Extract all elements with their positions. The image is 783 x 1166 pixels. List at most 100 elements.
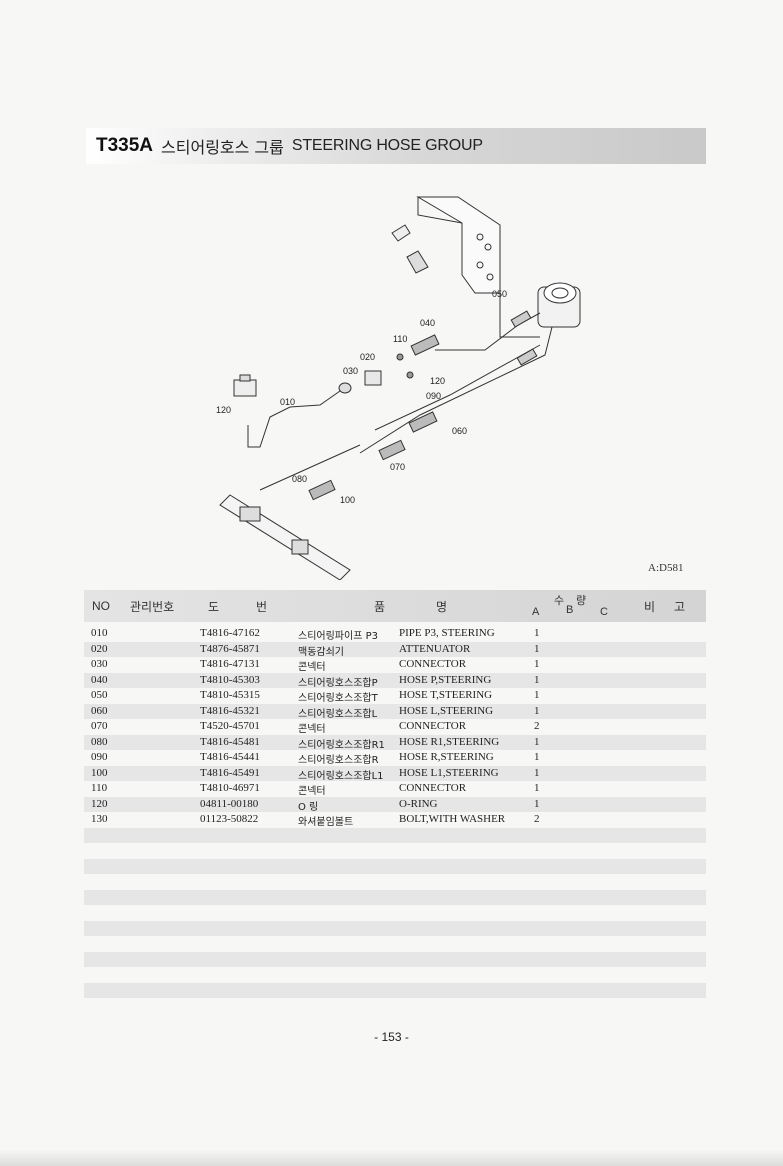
header-drawing-do: 도 xyxy=(208,600,220,614)
empty-table-row xyxy=(84,951,706,967)
header-no: NO xyxy=(92,599,110,613)
header-drawing-beon: 번 xyxy=(256,600,268,614)
part-name-korean: 스티어링호스조합L1 xyxy=(298,770,384,782)
part-number-index: 010 xyxy=(91,627,108,639)
table-row: 120 04811-00180 O 링 O-RING 1 xyxy=(84,796,706,813)
empty-table-row xyxy=(84,920,706,936)
group-code: T335A xyxy=(96,135,154,156)
header-quantity-su: 수 xyxy=(554,594,565,607)
callout-040: 040 xyxy=(420,318,435,328)
pipe-p3 xyxy=(247,390,341,448)
exploded-parts-diagram: 050 110 040 020 030 120 010 120 090 060 … xyxy=(200,185,600,581)
callout-070: 070 xyxy=(390,462,405,472)
header-name-myeong: 명 xyxy=(436,600,448,614)
header-qty-c: C xyxy=(600,606,608,618)
part-name-english: CONNECTOR xyxy=(399,720,467,732)
quantity-a: 1 xyxy=(534,751,540,763)
group-title-english: STEERING HOSE GROUP xyxy=(291,137,483,154)
quantity-a: 1 xyxy=(534,642,540,655)
callout-030: 030 xyxy=(343,366,358,376)
part-code: T4816-45441 xyxy=(200,751,260,763)
header-qty-a: A xyxy=(532,606,540,618)
part-name-english: O-RING xyxy=(399,797,438,810)
callout-120a: 120 xyxy=(430,376,445,386)
callout-020: 020 xyxy=(360,352,375,362)
quantity-a: 1 xyxy=(534,782,540,794)
part-name-english: HOSE R1,STEERING xyxy=(399,735,500,748)
part-name-english: BOLT,WITH WASHER xyxy=(399,813,506,825)
part-code: T4816-45481 xyxy=(200,735,260,748)
part-number-index: 130 xyxy=(91,813,108,825)
part-number-index: 050 xyxy=(91,689,108,701)
part-number-index: 120 xyxy=(91,797,108,810)
header-quantity-ryang: 량 xyxy=(576,594,587,607)
diagram-reference: A:D581 xyxy=(648,562,684,574)
quantity-a: 2 xyxy=(534,813,540,825)
part-name-english: HOSE R,STEERING xyxy=(399,751,494,763)
part-code: T4816-47131 xyxy=(200,658,260,670)
part-number-index: 020 xyxy=(91,642,108,655)
callout-050: 050 xyxy=(492,289,507,299)
callout-120b: 120 xyxy=(216,405,231,415)
quantity-a: 1 xyxy=(534,689,540,701)
part-name-korean: 콘넥터 xyxy=(298,786,326,797)
empty-table-row xyxy=(84,998,706,1014)
part-name-korean: 스티어링호스조합L xyxy=(298,708,378,720)
part-code: T4816-45491 xyxy=(200,766,260,779)
quantity-a: 1 xyxy=(534,704,540,717)
table-row: 060 T4816-45321 스티어링호스조합L HOSE L,STEERING 1 xyxy=(84,703,706,720)
bracket-plate xyxy=(416,196,501,294)
part-number-index: 030 xyxy=(91,658,108,670)
part-number-index: 040 xyxy=(91,673,108,686)
callout-080: 080 xyxy=(292,474,307,484)
part-code: T4816-47162 xyxy=(200,627,260,639)
part-number-index: 100 xyxy=(91,766,108,779)
quantity-a: 1 xyxy=(534,627,540,639)
part-name-english: PIPE P3, STEERING xyxy=(399,627,495,639)
header-management-number: 관리번호 xyxy=(130,600,175,614)
part-code: T4810-45315 xyxy=(200,689,260,701)
empty-table-row xyxy=(84,982,706,998)
part-name-korean: O 링 xyxy=(298,801,319,813)
part-name-english: HOSE P,STEERING xyxy=(399,673,492,686)
part-name-english: CONNECTOR xyxy=(399,658,467,670)
part-number-index: 060 xyxy=(91,704,108,717)
quantity-a: 2 xyxy=(534,720,540,732)
callout-100: 100 xyxy=(340,495,355,505)
empty-table-row xyxy=(84,827,706,843)
part-name-korean: 스티어링호스조합T xyxy=(298,693,378,704)
quantity-a: 1 xyxy=(534,658,540,670)
quantity-a: 1 xyxy=(534,766,540,779)
empty-table-row xyxy=(84,967,706,983)
callout-010: 010 xyxy=(280,397,295,407)
part-name-korean: 맥동감쇠기 xyxy=(298,646,344,658)
part-name-korean: 스티어링호스조합P xyxy=(298,677,378,689)
part-code: T4520-45701 xyxy=(200,720,260,732)
part-number-index: 110 xyxy=(91,782,108,794)
fitting-upper xyxy=(391,224,411,242)
page-bottom-edge xyxy=(0,1150,783,1166)
part-name-english: HOSE T,STEERING xyxy=(399,689,493,701)
table-header: NO 관리번호 도 번 품 명 수 량 A B C 비 고 xyxy=(84,590,706,622)
callout-060: 060 xyxy=(452,426,467,436)
part-name-english: HOSE L,STEERING xyxy=(399,704,494,717)
part-code: T4816-45321 xyxy=(200,704,260,717)
part-name-korean: 콘넥터 xyxy=(298,724,326,735)
empty-table-row xyxy=(84,889,706,905)
callout-110: 110 xyxy=(393,334,407,344)
callout-090: 090 xyxy=(426,391,441,401)
empty-table-row xyxy=(84,843,706,859)
quantity-a: 1 xyxy=(534,797,540,810)
header-remarks-go: 고 xyxy=(674,600,686,614)
part-code: 04811-00180 xyxy=(200,797,259,810)
